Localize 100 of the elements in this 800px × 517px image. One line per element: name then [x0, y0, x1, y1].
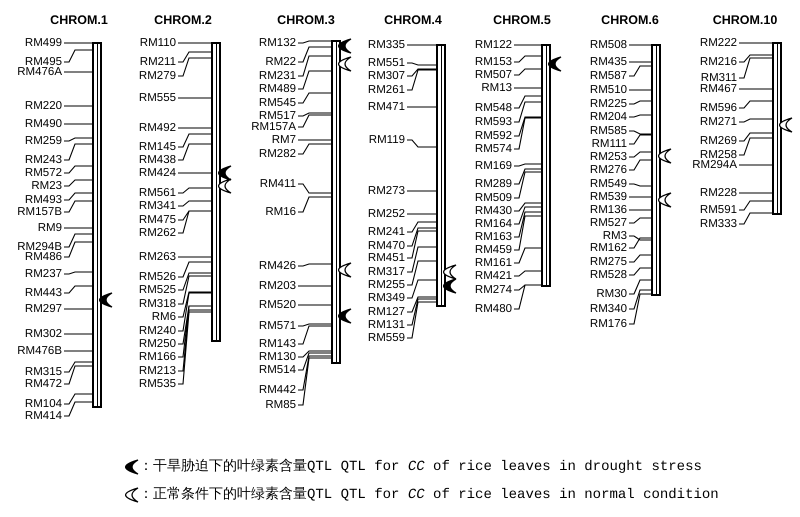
marker-label: RM163: [474, 230, 512, 244]
marker-label: RM225: [590, 98, 627, 110]
marker-label: RM587: [590, 70, 627, 82]
marker-label: RM574: [474, 142, 512, 156]
leader-line: [514, 117, 541, 150]
leader-line: [178, 57, 211, 77]
leader-line: [514, 215, 541, 251]
leader-line: [178, 187, 211, 194]
marker-label: RM517: [258, 110, 296, 122]
chromosome-label: CHROM.5: [493, 12, 551, 28]
marker-label: RM250: [138, 338, 176, 350]
leader-line: [407, 230, 436, 259]
marker-label: RM228: [700, 186, 737, 200]
leader-line: [178, 143, 211, 161]
marker-label: RM508: [590, 38, 627, 52]
leader-line: [739, 132, 772, 142]
leader-line: [407, 260, 436, 286]
leader-line: [629, 289, 651, 310]
marker-label: RM528: [590, 268, 627, 282]
leader-line: [64, 308, 92, 310]
marker-label: RM263: [138, 250, 176, 264]
chromosome-label: CHROM.6: [601, 12, 659, 28]
leader-line: [178, 172, 211, 174]
marker-label: RM430: [474, 204, 512, 218]
marker-label: RM476B: [17, 344, 62, 358]
marker-label: RM157B: [17, 206, 62, 218]
leader-line: [739, 192, 772, 194]
leader-line: [178, 200, 211, 207]
leader-line: [298, 304, 331, 306]
marker-label: RM9: [38, 222, 62, 234]
marker-label: RM255: [368, 278, 405, 292]
leader-line: [629, 183, 651, 187]
leader-line: [514, 284, 541, 310]
leader-line: [407, 139, 436, 148]
leader-line: [629, 89, 651, 91]
leader-line: [178, 210, 211, 234]
leader-line: [64, 271, 92, 275]
leader-line: [178, 51, 211, 63]
leader-line: [64, 227, 92, 229]
leader-line: [298, 323, 331, 327]
marker-label: RM318: [138, 298, 176, 310]
marker-label: RM551: [368, 56, 405, 70]
marker-label: RM294A: [692, 158, 737, 172]
marker-label: RM122: [474, 38, 512, 52]
leader-line: [407, 221, 436, 233]
leader-line: [64, 393, 92, 405]
leader-line: [407, 69, 436, 91]
marker-label: RM261: [368, 84, 405, 96]
marker-label: RM243: [24, 154, 62, 166]
marker-label: RM486: [24, 250, 62, 264]
marker-label: RM592: [474, 130, 512, 142]
marker-label: RM279: [138, 70, 176, 82]
marker-label: RM262: [138, 226, 176, 240]
marker-label: RM442: [258, 384, 296, 396]
leader-line: [514, 87, 541, 89]
marker-label: RM472: [24, 378, 62, 390]
leader-line: [298, 139, 331, 141]
marker-label: RM459: [474, 244, 512, 256]
leader-line: [407, 190, 436, 192]
marker-label: RM561: [138, 186, 176, 200]
chromosome-label: CHROM.3: [277, 12, 335, 28]
leader-line: [64, 179, 92, 187]
leader-line: [514, 270, 541, 277]
leader-line: [178, 275, 211, 305]
leader-line: [178, 133, 211, 148]
leader-line: [629, 61, 651, 63]
marker-label: RM13: [481, 82, 512, 94]
marker-label: RM145: [138, 140, 176, 154]
leader-line: [178, 311, 211, 385]
marker-label: RM443: [24, 286, 62, 300]
marker-label: RM132: [258, 36, 296, 50]
marker-label: RM493: [24, 194, 62, 206]
marker-label: RM571: [258, 320, 296, 332]
leader-line: [407, 301, 436, 339]
marker-label: RM157A: [251, 120, 296, 134]
marker-label: RM421: [474, 270, 512, 282]
leader-line: [64, 137, 92, 142]
marker-label: RM203: [258, 280, 296, 292]
marker-label: RM495: [24, 56, 62, 68]
leader-line: [739, 42, 772, 44]
marker-label: RM252: [368, 208, 405, 220]
leader-line: [178, 261, 211, 278]
leader-line: [64, 350, 92, 352]
leader-line: [298, 357, 331, 406]
leader-line: [629, 267, 651, 276]
leader-line: [407, 296, 436, 313]
marker-label: RM555: [138, 92, 176, 104]
leader-line: [739, 212, 772, 225]
marker-label: RM104: [24, 398, 62, 410]
marker-label: RM424: [138, 166, 176, 180]
leader-line: [514, 171, 541, 199]
leader-line: [178, 127, 211, 129]
chromosome-label: CHROM.2: [154, 12, 212, 28]
marker-label: RM526: [138, 270, 176, 284]
marker-label: RM499: [24, 36, 62, 50]
leader-line: [64, 192, 92, 201]
leader-line: [407, 68, 436, 77]
marker-label: RM253: [590, 150, 627, 164]
marker-label: RM585: [590, 124, 627, 138]
leader-line: [298, 355, 331, 391]
